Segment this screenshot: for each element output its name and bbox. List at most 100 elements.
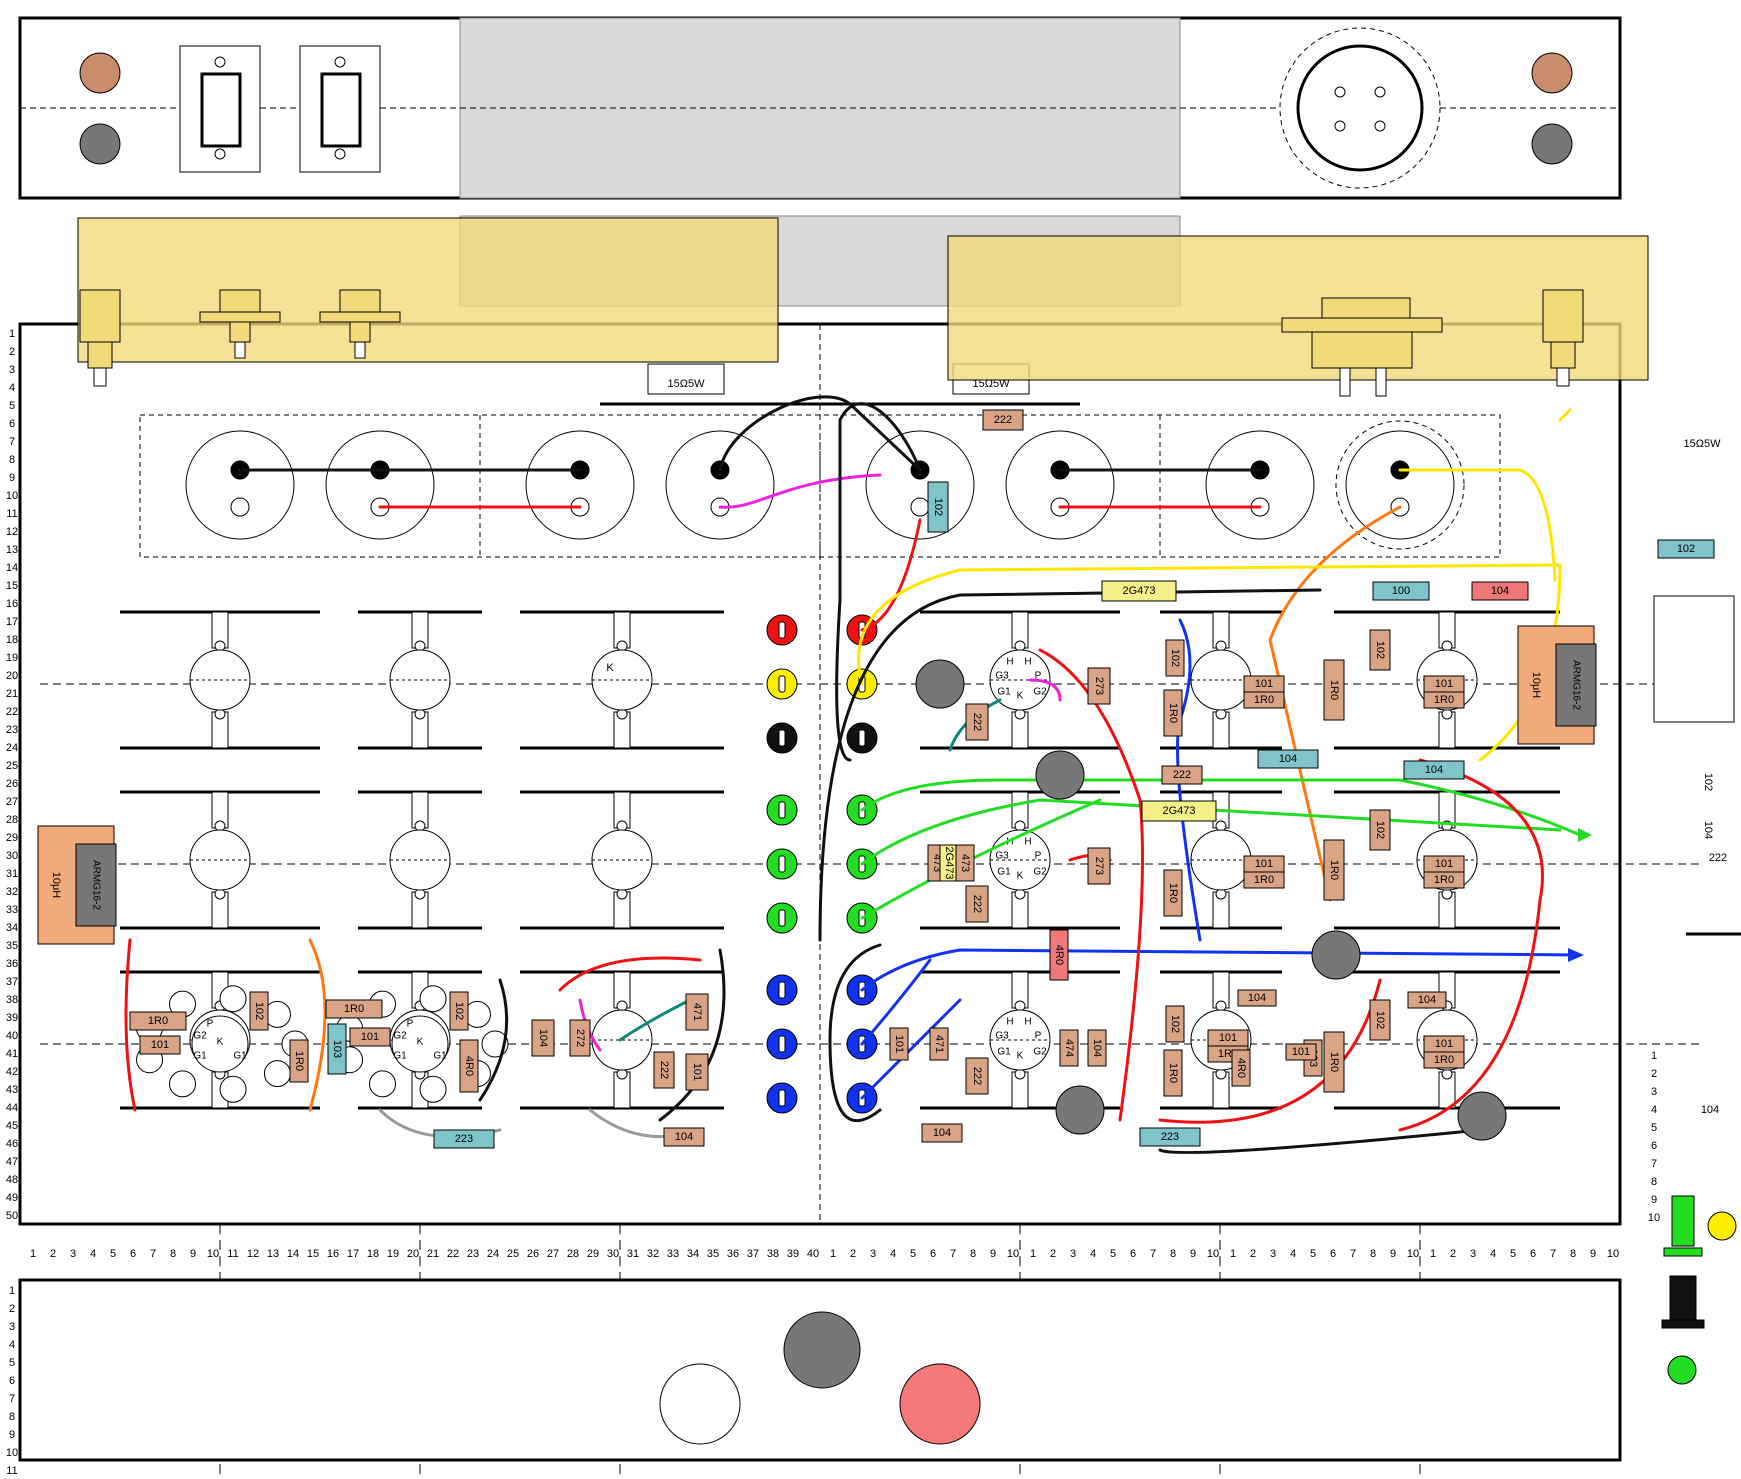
res-101-g-label: 101 bbox=[1292, 1046, 1310, 1058]
res-474 bbox=[1059, 1029, 1079, 1067]
ruler-col-left-16: 16 bbox=[327, 1248, 339, 1260]
ruler-row-42: 42 bbox=[6, 1066, 18, 1078]
res-101-p1-label: 101 bbox=[151, 1039, 169, 1051]
res-104-f bbox=[1407, 991, 1447, 1009]
wire-blue-3 bbox=[860, 998, 962, 1100]
ruler-row-20: 20 bbox=[6, 670, 18, 682]
ruler-col-left-27: 27 bbox=[547, 1248, 559, 1260]
ruler-row-26: 26 bbox=[6, 778, 18, 790]
ruler-col-right-36: 6 bbox=[1530, 1248, 1536, 1260]
ruler-col-right-37: 7 bbox=[1550, 1248, 1556, 1260]
jack-slot-9-1 bbox=[778, 1089, 786, 1107]
res-471-p-label: 471 bbox=[691, 1003, 703, 1021]
res-1R0-v3-label: 1R0 bbox=[1328, 1052, 1340, 1072]
wire-green-1 bbox=[860, 778, 1582, 837]
ruler-row-25: 25 bbox=[6, 760, 18, 772]
wire-black-3 bbox=[718, 395, 922, 472]
res-102-v2 bbox=[1369, 809, 1391, 851]
switch-base-2 bbox=[349, 321, 371, 343]
res-104-e-label: 104 bbox=[1248, 992, 1266, 1004]
ruler-col-right-11: 1 bbox=[1030, 1248, 1036, 1260]
switch-nut-2 bbox=[339, 289, 381, 313]
ruler-col-right-35: 5 bbox=[1510, 1248, 1516, 1260]
speaker-ring-1 bbox=[185, 430, 295, 540]
ruler-side-row-1: 1 bbox=[1651, 1050, 1657, 1062]
choke-left-core-label: ARMG16-2 bbox=[91, 860, 102, 910]
res-223-a bbox=[433, 1129, 495, 1149]
ruler-col-left-37: 37 bbox=[747, 1248, 759, 1260]
res-222-e-label: 222 bbox=[971, 1067, 983, 1085]
choke-left-core bbox=[75, 843, 117, 927]
ruler-col-right-24: 4 bbox=[1290, 1248, 1296, 1260]
ruler-col-right-12: 2 bbox=[1050, 1248, 1056, 1260]
speaker-lug-white-5 bbox=[910, 497, 930, 517]
wire-red-6 bbox=[1158, 978, 1382, 1124]
noval-hole-2-7 bbox=[419, 985, 447, 1013]
ruler-row-22: 22 bbox=[6, 706, 18, 718]
ruler-col-left-19: 19 bbox=[387, 1248, 399, 1260]
switch-flange-1 bbox=[199, 311, 281, 323]
jack-slot-2-1 bbox=[778, 675, 786, 693]
ruler-col-left-32: 32 bbox=[647, 1248, 659, 1260]
power-resistor-label-1: 15Ω5W bbox=[668, 378, 706, 390]
jack-slot-7-1 bbox=[778, 981, 786, 999]
side-yellow-jack bbox=[1707, 1211, 1737, 1241]
res-104-b-label: 104 bbox=[1425, 764, 1443, 776]
res-104-p bbox=[531, 1019, 555, 1057]
side-black-post-base bbox=[1661, 1319, 1705, 1329]
ruler-side-row-7: 7 bbox=[1651, 1158, 1657, 1170]
ruler-col-left-20: 20 bbox=[407, 1248, 419, 1260]
cap-2G473-a-label: 2G473 bbox=[1122, 585, 1155, 597]
res-4R0 bbox=[1049, 929, 1069, 981]
wire-yellow-top bbox=[1398, 468, 1557, 582]
tube-16-pin-1: H bbox=[1024, 1017, 1031, 1028]
res-102-l1-label: 102 bbox=[1169, 649, 1181, 667]
ruler-col-right-21: 1 bbox=[1230, 1248, 1236, 1260]
switch-pin-1 bbox=[234, 341, 246, 359]
cap-2G473-v-label: 2G473 bbox=[943, 846, 955, 879]
noval-2-g1a: G1 bbox=[393, 1051, 407, 1062]
ruler-col-left-38: 38 bbox=[767, 1248, 779, 1260]
choke-right-core bbox=[1555, 643, 1597, 727]
ruler-row-37: 37 bbox=[6, 976, 18, 988]
ruler-row-43: 43 bbox=[6, 1084, 18, 1096]
noval-socket-2 bbox=[391, 1015, 449, 1073]
res-101-p3-label: 101 bbox=[691, 1063, 703, 1081]
noval-hole-2-2 bbox=[419, 1075, 447, 1103]
speaker-ring-2 bbox=[325, 430, 435, 540]
ruler-row-16: 16 bbox=[6, 598, 18, 610]
ruler-row-19: 19 bbox=[6, 652, 18, 664]
knob-brown-right bbox=[1531, 52, 1573, 94]
ruler-bottom-row-5: 5 bbox=[9, 1357, 15, 1369]
res-101-2-label: 101 bbox=[1435, 678, 1453, 690]
wire-green-2 bbox=[860, 798, 1562, 866]
switch-base-1 bbox=[229, 321, 251, 343]
ruler-col-left-24: 24 bbox=[487, 1248, 499, 1260]
socket-pin-1 bbox=[1334, 86, 1346, 98]
ruler-row-7: 7 bbox=[9, 436, 15, 448]
res-101-1-label: 101 bbox=[1255, 678, 1273, 690]
side-green-binding-post bbox=[1671, 1195, 1695, 1247]
res-273-a-label: 273 bbox=[1093, 677, 1105, 695]
bottom-knob-gray bbox=[783, 1311, 861, 1389]
res-1R0-6 bbox=[1423, 1051, 1465, 1069]
res-104-v-label: 104 bbox=[1091, 1039, 1103, 1057]
ruler-col-left-7: 7 bbox=[150, 1248, 156, 1260]
res-104-red-label: 104 bbox=[1491, 585, 1509, 597]
res-474-label: 474 bbox=[1063, 1039, 1075, 1057]
ruler-col-left-25: 25 bbox=[507, 1248, 519, 1260]
wire-orange-1 bbox=[1268, 505, 1402, 902]
res-4R0-p-label: 4R0 bbox=[463, 1056, 475, 1076]
res-101-p2 bbox=[349, 1027, 391, 1047]
ruler-col-right-23: 3 bbox=[1270, 1248, 1276, 1260]
res-222-e bbox=[965, 1057, 989, 1095]
ruler-col-right-28: 8 bbox=[1370, 1248, 1376, 1260]
cap-2G473-b bbox=[1141, 800, 1217, 822]
res-102-v1-label: 102 bbox=[1374, 641, 1386, 659]
socket-ring bbox=[1296, 44, 1424, 172]
ruler-col-left-39: 39 bbox=[787, 1248, 799, 1260]
ruler-row-49: 49 bbox=[6, 1192, 18, 1204]
tube-4-pin-1: H bbox=[1024, 657, 1031, 668]
ruler-row-10: 10 bbox=[6, 490, 18, 502]
res-1R0-l1-label: 1R0 bbox=[1167, 703, 1179, 723]
